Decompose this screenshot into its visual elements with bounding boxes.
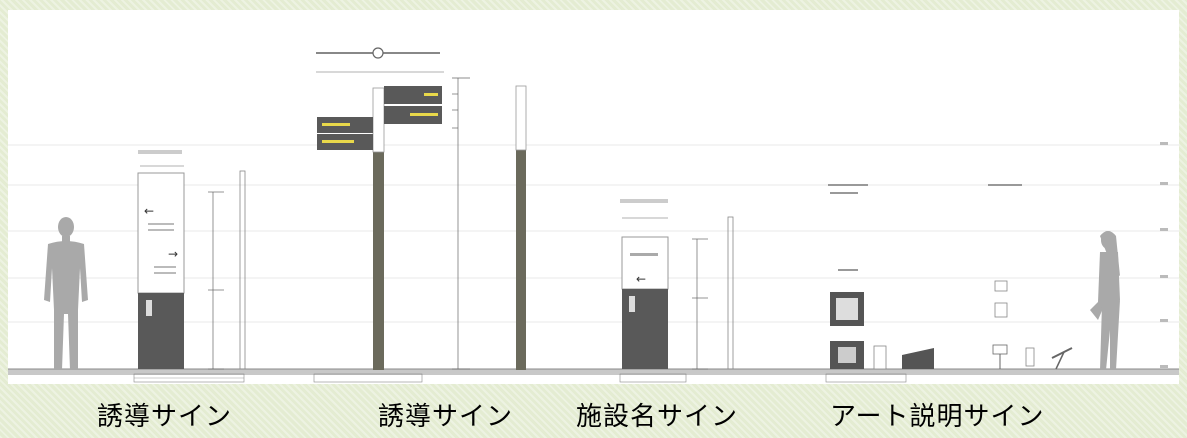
human-figure-left bbox=[44, 217, 88, 370]
drawing-svg: ← → bbox=[8, 47, 1179, 383]
ground-line bbox=[8, 369, 1179, 375]
facility-name-sign: ← bbox=[619, 199, 734, 383]
caption-facility-sign: 施設名サイン bbox=[576, 402, 739, 432]
arrow-left-icon: ← bbox=[144, 204, 154, 218]
guide-sign-arm bbox=[313, 47, 527, 383]
arrow-right-icon: → bbox=[168, 247, 178, 261]
caption-guide-sign-2: 誘導サイン bbox=[378, 402, 514, 432]
guide-sign-standing: ← → bbox=[133, 150, 246, 383]
art-description-sign bbox=[825, 184, 1073, 383]
caption-art-sign: アート説明サイン bbox=[830, 402, 1045, 432]
caption-bar: 誘導サイン 誘導サイン 施設名サイン アート説明サイン bbox=[0, 384, 1187, 438]
caption-guide-sign-1: 誘導サイン bbox=[97, 402, 233, 432]
arrow-left-icon-facility: ← bbox=[636, 272, 646, 286]
elevation-drawing: ← → bbox=[8, 10, 1179, 384]
human-figure-right bbox=[1090, 231, 1120, 370]
